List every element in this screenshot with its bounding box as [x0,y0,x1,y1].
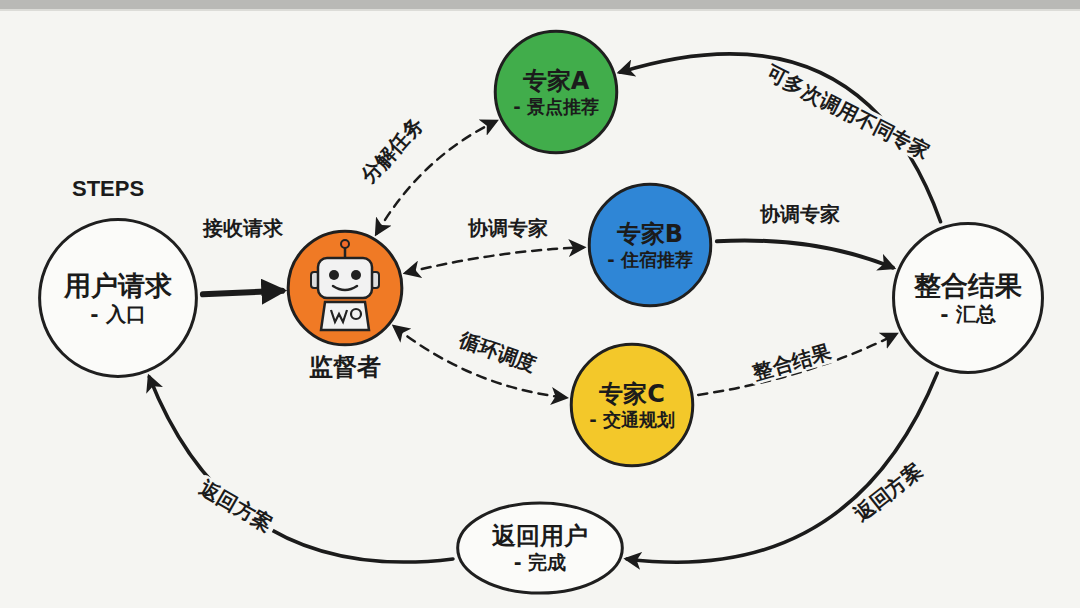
edge-label: 整合结果 [746,338,837,385]
dashed-connector [698,334,895,395]
dashed-connector [406,247,583,272]
heading-label: STEPS [72,176,144,202]
supervisor-circle: 监督者 [287,230,403,346]
edge-label: 返回方案 [846,455,930,528]
arrow-connector [203,291,282,295]
node-subtitle: - 交通规划 [589,409,675,432]
node-subtitle: - 完成 [514,551,567,575]
node-content: 用户请求- 入口 [38,218,198,378]
arrow-connector [149,377,453,562]
node-subtitle: - 景点推荐 [513,96,599,119]
expert-circle: 专家B- 住宿推荐 [588,183,712,307]
finish-ellipse: 返回用户- 完成 [456,502,624,594]
node-subtitle: - 入口 [90,302,145,327]
node-content [287,230,403,346]
expert-circle: 专家A- 景点推荐 [494,30,618,154]
edge-label: 分解任务 [354,109,431,190]
node-title: 专家A [523,66,590,96]
node-title: 整合结果 [914,269,1022,303]
node-title: 专家B [617,219,683,249]
node-content: 整合结果- 汇总 [892,222,1044,374]
board-rim [0,0,1080,9]
edge-label: 协调专家 [464,216,552,240]
edge-label: 可多次调用不同专家 [759,59,937,166]
node-outline [287,230,403,346]
node-subtitle: - 汇总 [940,302,995,327]
node-content: 返回用户- 完成 [456,502,624,594]
node-subtitle: - 住宿推荐 [607,249,693,272]
node-title: 用户请求 [64,269,172,303]
node-title: 专家C [599,379,665,409]
node-content: 专家B- 住宿推荐 [588,183,712,307]
node-title: 返回用户 [492,521,588,551]
edge-label: 返回方案 [192,474,280,539]
node-content: 专家C- 交通规划 [570,343,694,467]
edge-label: 协调专家 [756,202,844,226]
node-content: 专家A- 景点推荐 [494,30,618,154]
expert-circle: 专家C- 交通规划 [570,343,694,467]
node-title: 监督者 [309,352,381,382]
board-rim-shade [0,9,1080,11]
edge-label: 接收请求 [199,216,287,240]
result-circle: 整合结果- 汇总 [892,222,1044,374]
edge-label: 循环调度 [453,326,544,379]
entry-circle: 用户请求- 入口 [38,218,198,378]
arrow-connector [717,241,893,268]
